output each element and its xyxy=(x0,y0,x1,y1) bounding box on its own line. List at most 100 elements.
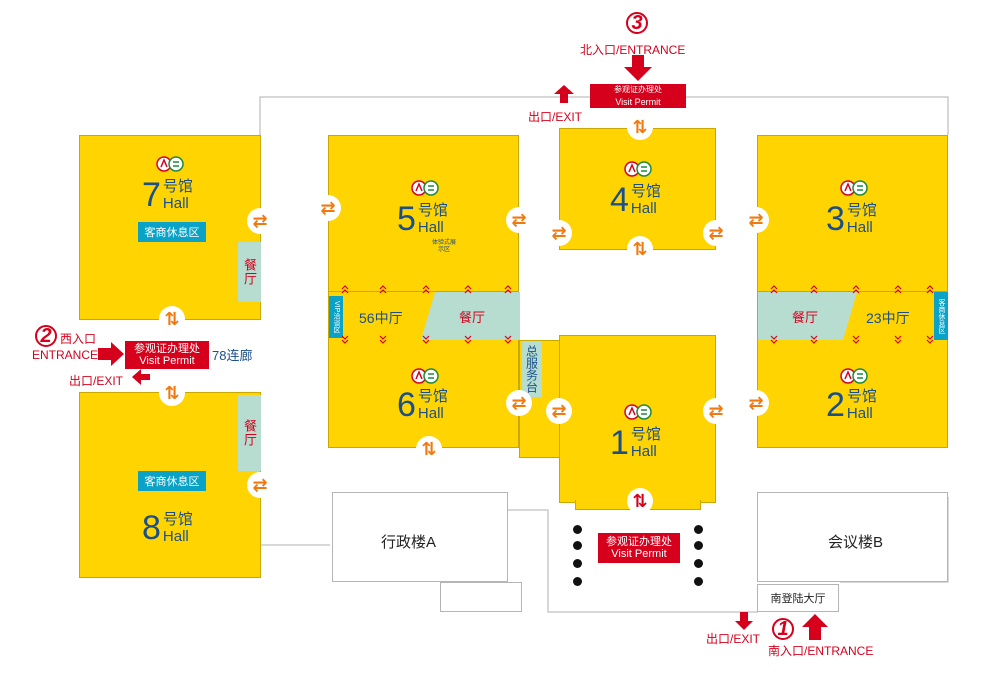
arrow-right-icon xyxy=(98,342,124,366)
arrow-left-icon xyxy=(132,369,150,385)
corridor-78: 78连廊 xyxy=(212,348,253,363)
hall-23-middle[interactable]: 餐厅 23中厅 客商休息区 xyxy=(757,292,948,340)
two-way-vertical-arrow-icon[interactable]: ⇅ xyxy=(159,306,185,332)
two-way-horizontal-arrow-icon[interactable]: ⇄ xyxy=(247,472,273,498)
two-way-horizontal-arrow-icon[interactable]: ⇄ xyxy=(546,398,572,424)
permit-en: Visit Permit xyxy=(139,355,195,367)
permit-en: Visit Permit xyxy=(615,97,661,107)
passage-chevron-icon xyxy=(464,285,472,290)
canton-fair-logo-icon xyxy=(411,180,439,196)
west-exit-label[interactable]: 出口/EXIT xyxy=(69,374,124,388)
passage-chevron-icon xyxy=(770,289,778,294)
meeting-b-label: 会议楼B xyxy=(828,534,884,551)
admin-building-a[interactable]: 行政楼A xyxy=(332,492,508,582)
two-way-horizontal-arrow-icon[interactable]: ⇄ xyxy=(315,195,341,221)
hall-56-label: 56中厅 xyxy=(359,310,403,326)
passage-chevron-icon xyxy=(422,289,430,294)
passage-chevron-icon xyxy=(894,285,902,290)
restaurant-56: 餐厅 xyxy=(459,310,486,325)
hall-56-middle[interactable]: VIP洽谈区 56中厅 餐厅 xyxy=(328,292,520,340)
permit-cn: 参观证办理处 xyxy=(614,85,662,94)
south-exit-label[interactable]: 出口/EXIT xyxy=(706,632,761,646)
lounge-vertical: 客商休息区 xyxy=(934,292,948,340)
passage-chevron-icon xyxy=(379,339,387,344)
entrance-number-2: 2 xyxy=(35,325,57,347)
passage-chevron-icon xyxy=(422,285,430,290)
passage-chevron-icon xyxy=(341,285,349,290)
passage-chevron-icon xyxy=(504,285,512,290)
canton-fair-logo-icon xyxy=(840,368,868,384)
passage-chevron-icon xyxy=(379,335,387,340)
pillar-dot xyxy=(694,541,703,550)
two-way-horizontal-arrow-icon[interactable]: ⇄ xyxy=(703,398,729,424)
north-exit-label[interactable]: 出口/EXIT xyxy=(528,110,583,124)
restaurant-23-shape xyxy=(758,292,857,340)
two-way-horizontal-arrow-icon[interactable]: ⇄ xyxy=(743,207,769,233)
lounge-box: 客商休息区 xyxy=(138,222,206,242)
north-entrance-label[interactable]: 北入口/ENTRANCE xyxy=(580,43,686,57)
passage-chevron-icon xyxy=(770,339,778,344)
passage-chevron-icon xyxy=(894,339,902,344)
meeting-building-b[interactable]: 会议楼B xyxy=(757,492,948,582)
hall-en: Hall xyxy=(162,195,189,212)
service-desk: 总服务台 xyxy=(522,341,542,397)
two-way-vertical-arrow-icon[interactable]: ⇅ xyxy=(159,380,185,406)
two-way-vertical-arrow-icon[interactable]: ⇅ xyxy=(627,488,653,514)
passage-chevron-icon xyxy=(422,339,430,344)
two-way-horizontal-arrow-icon[interactable]: ⇄ xyxy=(506,390,532,416)
passage-chevron-icon xyxy=(926,335,934,340)
visit-permit-north[interactable]: 参观证办理处 Visit Permit xyxy=(590,84,686,108)
visit-permit-south[interactable]: 参观证办理处 Visit Permit xyxy=(598,533,680,563)
canton-fair-logo-icon xyxy=(624,161,652,177)
two-way-horizontal-arrow-icon[interactable]: ⇄ xyxy=(247,208,273,234)
experience-area: 体验式展示区 xyxy=(431,240,456,253)
west-entrance-cn[interactable]: 西入口 xyxy=(60,332,97,346)
two-way-vertical-arrow-icon[interactable]: ⇅ xyxy=(627,236,653,262)
passage-chevron-icon xyxy=(504,339,512,344)
two-way-vertical-arrow-icon[interactable]: ⇅ xyxy=(416,436,442,462)
south-landing-hall[interactable]: 南登陆大厅 xyxy=(757,584,839,612)
passage-chevron-icon xyxy=(810,289,818,294)
visit-permit-west[interactable]: 参观证办理处 Visit Permit xyxy=(125,341,209,369)
pillar-dot xyxy=(694,525,703,534)
passage-chevron-icon xyxy=(464,339,472,344)
passage-chevron-icon xyxy=(770,285,778,290)
passage-chevron-icon xyxy=(504,335,512,340)
two-way-horizontal-arrow-icon[interactable]: ⇄ xyxy=(743,390,769,416)
passage-chevron-icon xyxy=(504,289,512,294)
hall-number: 7 xyxy=(142,176,161,214)
permit-en: Visit Permit xyxy=(611,548,667,560)
passage-chevron-icon xyxy=(926,285,934,290)
pillar-dot xyxy=(694,577,703,586)
two-way-horizontal-arrow-icon[interactable]: ⇄ xyxy=(506,207,532,233)
admin-a-label: 行政楼A xyxy=(381,534,437,551)
passage-chevron-icon xyxy=(379,289,387,294)
arrow-down-icon xyxy=(624,55,652,81)
restaurant-7: 餐厅 xyxy=(238,242,261,302)
pillar-dot xyxy=(573,559,582,568)
admin-annex xyxy=(440,582,522,612)
west-entrance-en[interactable]: ENTRANCE xyxy=(32,348,99,362)
pillar-dot xyxy=(573,577,582,586)
canton-fair-logo-icon xyxy=(840,180,868,196)
south-entrance-label[interactable]: 南入口/ENTRANCE xyxy=(768,644,874,658)
two-way-vertical-arrow-icon[interactable]: ⇅ xyxy=(627,114,653,140)
passage-chevron-icon xyxy=(852,289,860,294)
restaurant-23: 餐厅 xyxy=(792,310,819,325)
two-way-horizontal-arrow-icon[interactable]: ⇄ xyxy=(546,220,572,246)
pillar-dot xyxy=(694,559,703,568)
two-way-horizontal-arrow-icon[interactable]: ⇄ xyxy=(703,220,729,246)
